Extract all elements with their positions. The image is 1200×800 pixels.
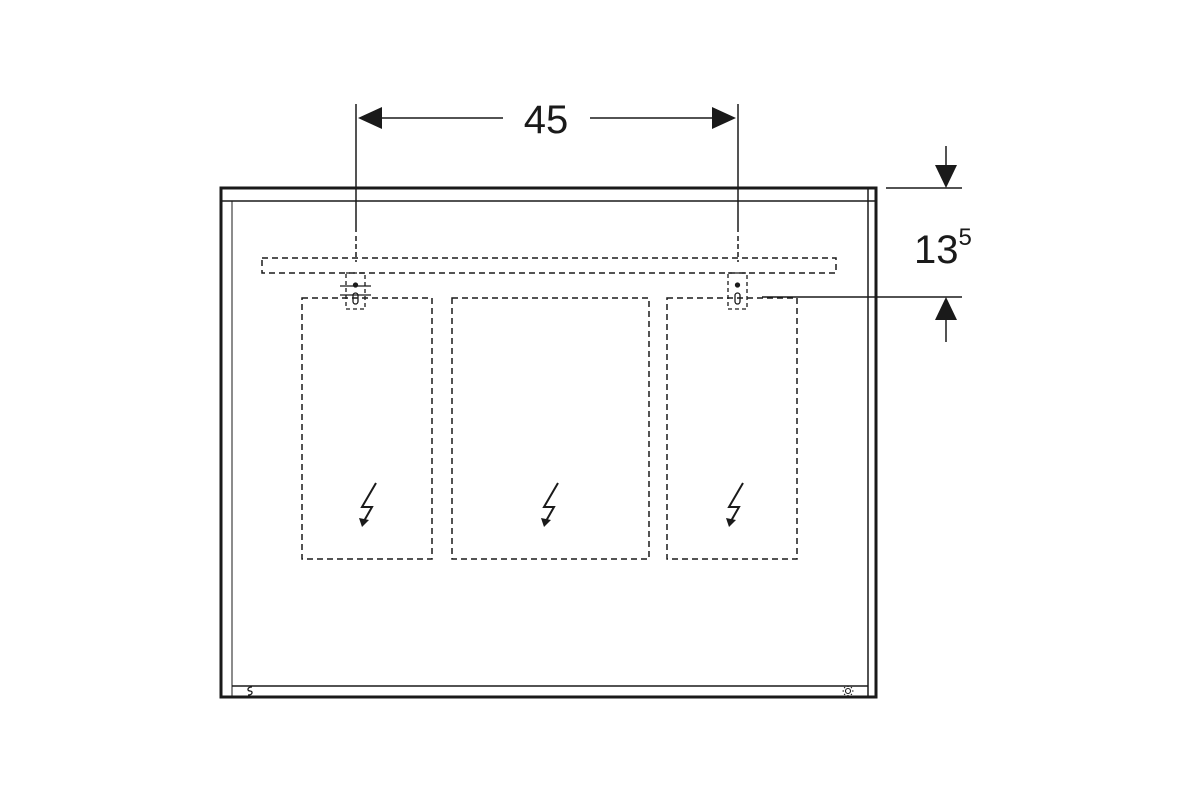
mounting-rail [261,257,837,274]
mirror-outline [219,186,878,699]
dimension-value-vertical-base: 13 [914,228,959,272]
arrow-left [358,107,382,129]
dimension-value-vertical-superscript: 5 [959,224,972,251]
dimension-value-vertical: 135 [914,224,972,272]
lightning-bolt-icon [541,482,559,527]
compartment-center [451,297,650,560]
sensor-icon [247,686,253,696]
lightning-bolt-icon [726,482,744,527]
lightning-bolt-icon [359,482,377,527]
horizontal-dimension [355,104,739,262]
bracket-left [340,272,371,310]
dimension-value-horizontal: 45 [524,98,569,142]
sun-icon [842,685,854,697]
arrow-up [935,297,957,320]
compartment-right [666,297,798,560]
bracket-right [727,272,748,310]
arrow-right [712,107,736,129]
compartment-left [301,297,433,560]
arrow-down [935,165,957,188]
